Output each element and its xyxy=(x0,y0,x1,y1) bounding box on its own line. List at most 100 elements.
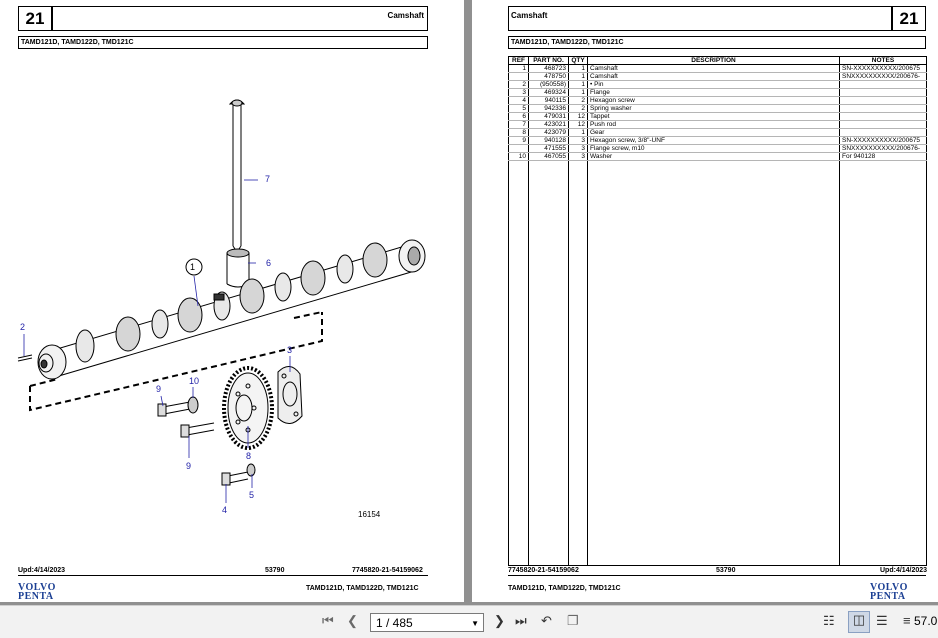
cell-part-no: 478750 xyxy=(528,72,569,81)
callout-4: 4 xyxy=(222,505,228,515)
callout-7: 7 xyxy=(265,174,271,184)
cell-ref: 9 xyxy=(508,136,529,145)
section-number-box: 21 xyxy=(892,6,926,31)
cell-qty: 3 xyxy=(568,152,588,161)
callout-3: 3 xyxy=(287,345,293,355)
page-indicator: 1 / 485 xyxy=(376,616,413,630)
filler-cell xyxy=(528,160,569,566)
facing-view-icon[interactable]: ≡ xyxy=(903,613,911,628)
logo-line-2: PENTA xyxy=(18,591,54,602)
exploded-diagram xyxy=(17,99,426,503)
viewer-toolbar: ⏮ ❮ 1 / 485 ▼ ❯ ⏭ ↶ ❐ ☷ ◫ ☰ ≡ 57.0 xyxy=(0,605,938,638)
pin-shape xyxy=(17,354,33,362)
footer-updated: Upd:4/14/2023 xyxy=(880,567,928,574)
cell-description: Spring washer xyxy=(587,104,840,113)
filler-cell xyxy=(839,160,927,566)
push-rod-shape xyxy=(232,104,242,246)
cell-description: Hexagon screw, 3/8"-UNF xyxy=(587,136,840,145)
cell-description: Flange xyxy=(587,88,840,97)
cell-qty: 1 xyxy=(568,80,588,89)
callout-2: 2 xyxy=(20,322,26,332)
gear-shape xyxy=(222,366,274,450)
cell-qty: 1 xyxy=(568,88,588,97)
rotate-page-icon[interactable]: ↶ xyxy=(541,613,552,628)
cell-notes xyxy=(839,128,927,137)
footer-models: TAMD121D, TAMD122D, TMD121C xyxy=(508,585,621,592)
cell-part-no: 423021 xyxy=(528,120,569,129)
table-row: 2(950558)1• Pin xyxy=(508,80,927,89)
tappet-shape xyxy=(226,248,250,288)
right-page: Camshaft 21 TAMD121D, TAMD122D, TMD121C … xyxy=(472,0,938,602)
single-page-icon[interactable]: ☷ xyxy=(823,613,835,628)
page-title: Camshaft xyxy=(387,11,424,20)
left-page: 21 Camshaft TAMD121D, TAMD122D, TMD121C xyxy=(0,0,464,602)
cell-ref: 8 xyxy=(508,128,529,137)
first-page-icon[interactable]: ⏮ xyxy=(322,613,334,628)
cell-description: Camshaft xyxy=(587,64,840,73)
footer-code: 7745820-21-54159062 xyxy=(508,567,579,574)
previous-page-icon[interactable]: ❮ xyxy=(347,613,358,628)
filler-cell xyxy=(568,160,588,566)
footer-models: TAMD121D, TAMD122D, TMD121C xyxy=(306,585,419,592)
cell-ref: 1 xyxy=(508,64,529,73)
next-page-icon[interactable]: ❯ xyxy=(494,613,505,628)
cell-qty: 1 xyxy=(568,64,588,73)
parts-table-header: REF PART NO. QTY DESCRIPTION NOTES xyxy=(508,56,927,65)
title-box: Camshaft xyxy=(508,6,892,31)
fit-page-icon[interactable]: ❐ xyxy=(567,613,579,628)
page-dropdown-icon[interactable]: ▼ xyxy=(471,619,479,628)
footer-code: 7745820-21-54159062 xyxy=(352,567,423,574)
cell-ref: 10 xyxy=(508,152,529,161)
cell-qty: 3 xyxy=(568,136,588,145)
section-number: 21 xyxy=(25,9,45,28)
spring-washer-shape xyxy=(246,463,256,477)
cell-notes: SN-XXXXXXXXXX/200675 xyxy=(839,64,927,73)
footer-updated: Upd:4/14/2023 xyxy=(18,567,66,574)
cell-notes xyxy=(839,104,927,113)
volvo-penta-logo: VOLVO PENTA xyxy=(18,583,56,602)
cell-description: Washer xyxy=(587,152,840,161)
cell-description: Push rod xyxy=(587,120,840,129)
continuous-view-icon[interactable]: ☰ xyxy=(876,613,888,628)
cell-description: Tappet xyxy=(587,112,840,121)
filler-cell xyxy=(587,160,840,566)
flange-shape xyxy=(277,366,303,424)
cell-notes xyxy=(839,80,927,89)
cell-notes xyxy=(839,120,927,129)
zoom-level[interactable]: 57.0 xyxy=(914,614,938,628)
cell-part-no: 469324 xyxy=(528,88,569,97)
screw-bottom xyxy=(221,471,249,486)
cell-notes: For 940128 xyxy=(839,152,927,161)
cell-notes xyxy=(839,112,927,121)
models-box: TAMD121D, TAMD122D, TMD121C xyxy=(18,36,428,49)
cell-ref xyxy=(508,144,529,153)
screw-lower xyxy=(180,422,215,438)
cell-part-no: 940128 xyxy=(528,136,569,145)
cell-ref: 2 xyxy=(508,80,529,89)
header-notes: NOTES xyxy=(839,56,927,65)
last-page-icon[interactable]: ⏭ xyxy=(515,613,527,628)
two-page-view-icon[interactable]: ◫ xyxy=(848,611,870,633)
page-number-input[interactable]: 1 / 485 ▼ xyxy=(370,613,484,632)
cell-description: • Pin xyxy=(587,80,840,89)
cell-ref: 3 xyxy=(508,88,529,97)
cell-qty: 1 xyxy=(568,72,588,81)
cell-notes xyxy=(839,88,927,97)
cell-notes: SNXXXXXXXXXX/200676- xyxy=(839,72,927,81)
cell-ref: 5 xyxy=(508,104,529,113)
header-part-no: PART NO. xyxy=(528,56,569,65)
cell-description: Hexagon screw xyxy=(587,96,840,105)
cell-qty: 12 xyxy=(568,112,588,121)
footer-rule xyxy=(18,575,428,576)
cell-part-no: 467055 xyxy=(528,152,569,161)
cell-description: Flange screw, m10 xyxy=(587,144,840,153)
